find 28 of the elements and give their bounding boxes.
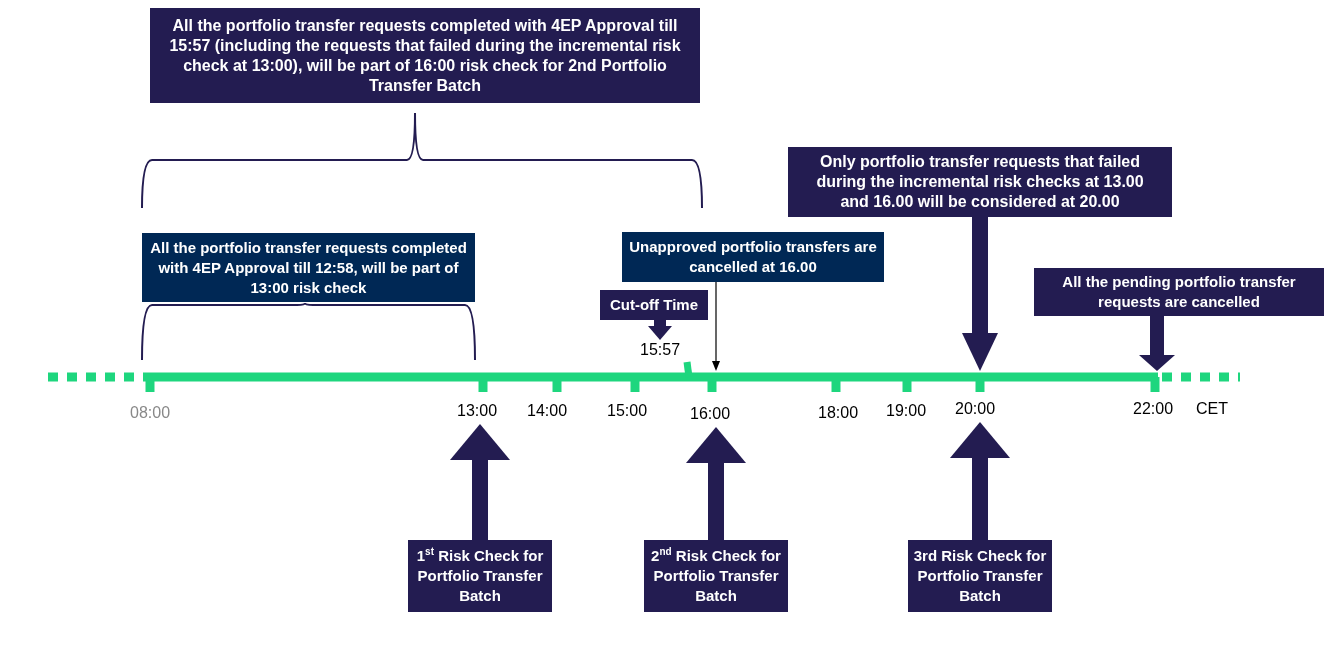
time-label: 15:57 [640, 341, 681, 359]
time-label: 13:00 [457, 402, 498, 420]
block-arrow [686, 427, 746, 540]
note-box: All the pending portfolio transfer requests are cancelled [1034, 268, 1324, 316]
block-arrow [962, 217, 998, 371]
timeline-axis [48, 361, 1240, 392]
time-label: 19:00 [886, 402, 927, 420]
cutoff-box: Cut-off Time [600, 290, 708, 320]
block-arrow [950, 422, 1010, 540]
time-label: 08:00 [130, 404, 171, 422]
risk-check-box: 3rd Risk Check for Portfolio Transfer Batch [908, 540, 1052, 612]
block-arrow [648, 320, 672, 340]
time-label: 14:00 [527, 402, 568, 420]
note-box: Unapproved portfolio transfers are cancelled at 16.00 [622, 232, 884, 282]
block-arrow [450, 424, 510, 540]
time-label: 15:00 [607, 402, 648, 420]
block-arrow [1139, 316, 1175, 371]
time-label: 22:00 [1133, 400, 1174, 418]
note-box: All the portfolio transfer requests completed with 4EP Approval till 12:58, will be part of 13:00 risk check [142, 233, 475, 302]
note-box: Only portfolio transfer requests that failed during the incremental risk checks at 13.00 and 16.00 will be considered at 20.00 [788, 147, 1172, 217]
note-box: All the portfolio transfer requests completed with 4EP Approval till 15:57 (including the requests that failed during the incremental risk check at 13:00), will be part of 16:00 risk check for 2nd Portfolio Transfer Batch [150, 8, 700, 103]
timezone-label: CET [1196, 400, 1228, 418]
risk-check-box: 2$^{nd}$ Risk Check for Portfolio Transfer Batch [644, 540, 788, 612]
arrow [712, 281, 720, 371]
risk-check-box: 1$^{st}$ Risk Check for Portfolio Transfer Batch [408, 540, 552, 612]
time-label: 20:00 [955, 400, 996, 418]
time-label: 16:00 [690, 405, 731, 423]
time-label: 18:00 [818, 404, 859, 422]
